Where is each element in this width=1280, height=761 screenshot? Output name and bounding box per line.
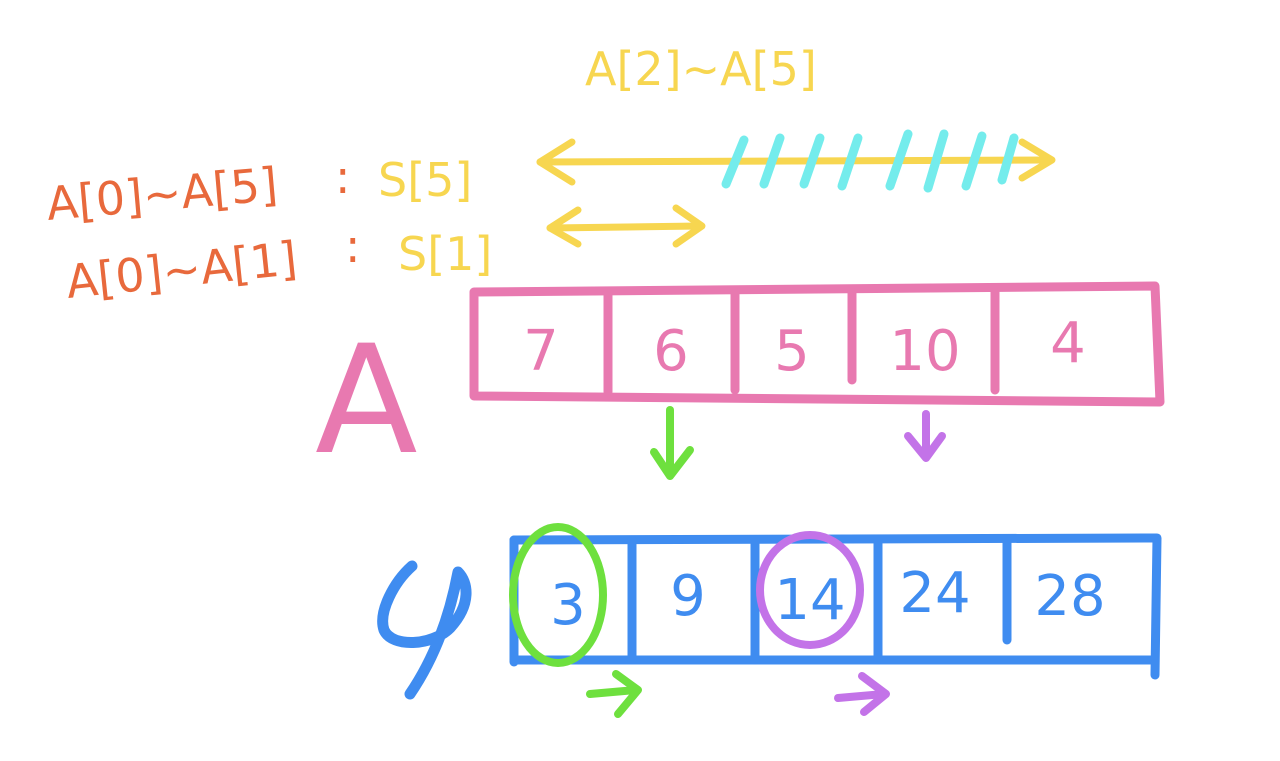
range-expr-label: A[0]~A[1] <box>64 231 300 309</box>
array-a-cell: 10 <box>889 319 960 384</box>
array-a-cell: 6 <box>653 319 689 384</box>
range-value-label: S[5] <box>378 153 472 207</box>
array-a-cell: 5 <box>774 319 810 384</box>
range-value-label: S[1] <box>398 227 492 281</box>
range-row-1: A[0]~A[5] : S[5] <box>44 150 472 231</box>
array-a-name: A <box>315 314 418 488</box>
hatch-marks <box>721 129 1019 193</box>
array-s-cell: 24 <box>899 561 970 626</box>
array-s-cells: 3 9 14 24 28 <box>550 561 1105 638</box>
array-s-cell: 28 <box>1034 564 1105 629</box>
array-s-cell: 9 <box>670 564 706 629</box>
purple-right-arrow <box>834 672 890 716</box>
green-highlight-circle <box>509 523 607 667</box>
green-down-arrow <box>650 406 694 480</box>
top-range-label: A[2]~A[5] <box>585 42 817 96</box>
range-colon: : <box>345 219 361 273</box>
array-a-cell: 7 <box>523 319 559 384</box>
array-s-box <box>509 533 1162 680</box>
range-row-2: A[0]~A[1] : S[1] <box>64 219 493 309</box>
array-a-cell: 4 <box>1050 311 1086 376</box>
array-s-name-shape <box>377 560 472 700</box>
range-colon: : <box>335 150 351 204</box>
array-s-cell: 3 <box>550 573 586 638</box>
range-expr-label: A[0]~A[5] <box>44 157 280 231</box>
s1-span-arrow <box>546 204 706 248</box>
array-s-cell: 14 <box>774 568 845 633</box>
purple-down-arrow <box>904 410 946 462</box>
green-right-arrow <box>586 670 642 718</box>
s5-span-arrow <box>536 138 1056 186</box>
purple-highlight-circle <box>756 531 864 649</box>
array-a-cells: 7 6 5 10 4 <box>523 311 1086 384</box>
array-a-box <box>469 281 1165 407</box>
